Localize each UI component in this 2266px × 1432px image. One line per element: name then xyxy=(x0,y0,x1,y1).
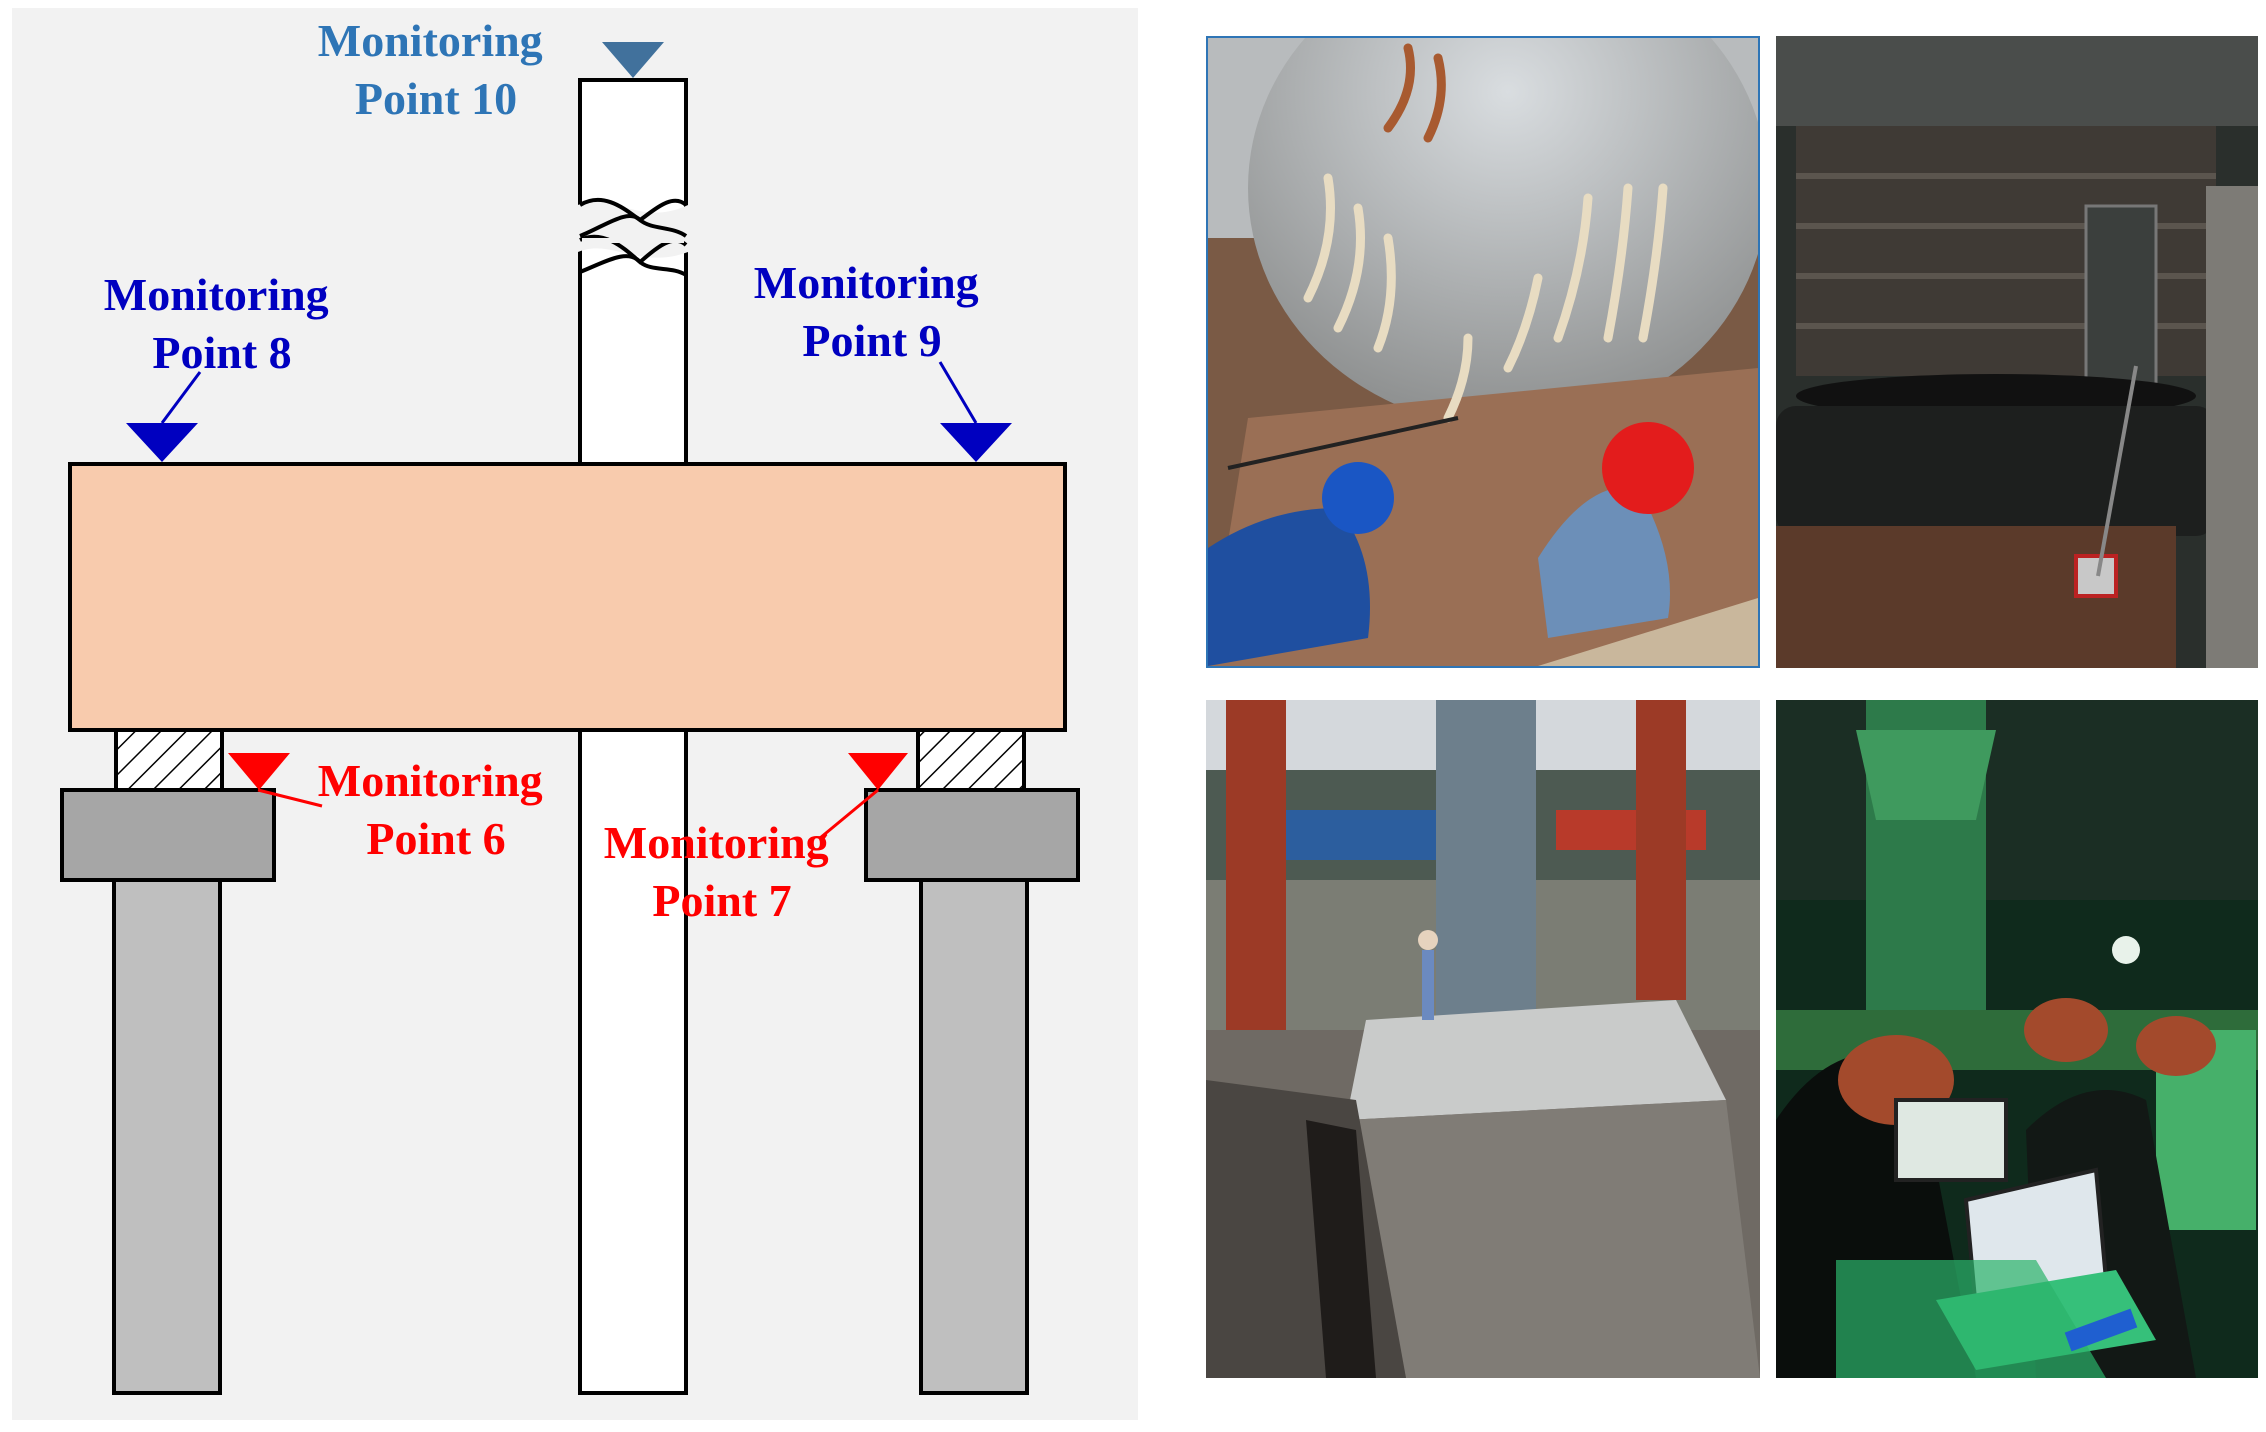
left-bearing-block xyxy=(114,728,224,792)
label-point-9: Monitoring Point 9 xyxy=(754,257,990,366)
leader-line-point-6 xyxy=(257,788,323,808)
leader-line-point-9 xyxy=(938,361,978,424)
photo-drilling-under-column xyxy=(1206,36,1760,668)
right-pier xyxy=(919,878,1029,1395)
label-point-8: Monitoring Point 8 xyxy=(104,269,340,378)
marker-point-6 xyxy=(228,753,290,790)
right-pier-cap xyxy=(864,788,1080,882)
marker-point-8 xyxy=(126,423,198,462)
left-pier xyxy=(112,878,222,1395)
marker-point-10 xyxy=(602,42,664,78)
label-point-6: Monitoring Point 6 xyxy=(318,755,554,864)
label-point-10: Monitoring Point 10 xyxy=(318,15,554,124)
photo-jack-and-gauge xyxy=(1776,36,2258,668)
photo-site-column-foundation xyxy=(1206,700,1760,1378)
leader-line-point-7 xyxy=(819,788,879,840)
right-bearing-block xyxy=(916,728,1026,792)
photo-night-monitoring-laptops xyxy=(1776,700,2258,1378)
transfer-beam xyxy=(68,462,1067,732)
leader-line-point-8 xyxy=(160,371,202,424)
central-column xyxy=(578,78,688,1395)
monitoring-diagram: Monitoring Point 10 Monitoring Point 8 M… xyxy=(12,8,1138,1420)
marker-point-7 xyxy=(848,753,908,790)
left-pier-cap xyxy=(60,788,276,882)
marker-point-9 xyxy=(940,423,1012,462)
label-point-7: Monitoring Point 7 xyxy=(604,817,840,926)
